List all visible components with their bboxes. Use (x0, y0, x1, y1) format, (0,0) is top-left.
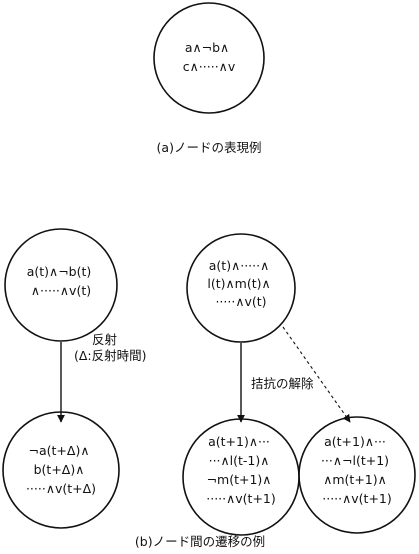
node-reflex-source-line-2: ∧·····∧v(t) (31, 283, 91, 298)
node-release-source: a(t)∧·····∧ l(t)∧m(t)∧ ·····∧v(t) (186, 233, 296, 343)
node-release-target-2-line-3: ∧m(t+1)∧ (323, 472, 387, 487)
svg-text:a(t+1)∧··· ···∧¬l(t+1): a(t+1)∧··· ···∧¬l(t+1) ∧m(t+1)∧ ·····∧v(… (321, 434, 393, 506)
edge-reflex-label-1: 反射 (92, 332, 117, 347)
edge-release-arrow-diagonal (282, 326, 351, 423)
node-release-target-1-line-4: ·····∧v(t+1) (206, 491, 276, 506)
node-release-source-line-2: l(t)∧m(t)∧ (207, 276, 270, 291)
node-release-source-line-1: a(t)∧·····∧ (209, 258, 269, 273)
node-release-target-1-line-3: ¬m(t+1)∧ (207, 472, 272, 487)
edge-reflex-label-2: (Δ:反射時間) (74, 348, 147, 363)
svg-text:a(t)∧·····∧ l(t)∧m(t)∧: a(t)∧·····∧ l(t)∧m(t)∧ ·····∧v(t) (207, 258, 274, 309)
node-release-target-2-line-4: ·····∧v(t+1) (322, 491, 392, 506)
caption-a: (a)ノードの表現例 (157, 140, 262, 155)
node-release-target-2: a(t+1)∧··· ···∧¬l(t+1) ∧m(t+1)∧ ·····∧v(… (298, 416, 416, 534)
node-reflex-target-line-2: b(t+Δ)∧ (34, 462, 85, 477)
node-reflex-target: ¬a(t+Δ)∧ b(t+Δ)∧ ·····∧v(t+Δ) (2, 411, 120, 529)
node-release-target-1: a(t+1)∧··· ···∧l(t-1)∧ ¬m(t+1)∧ ·····∧v(… (182, 418, 300, 536)
svg-text:a∧¬b∧ c∧·····∧v: a∧¬b∧ c∧·····∧v (183, 40, 236, 74)
svg-text:¬a(t+Δ)∧ b(t+Δ)∧ ·: ¬a(t+Δ)∧ b(t+Δ)∧ ·····∧v(t+Δ) (26, 443, 96, 496)
edge-release-label: 拮抗の解除 (251, 376, 314, 391)
svg-text:a(t+1)∧··· ···∧l(t-1)∧: a(t+1)∧··· ···∧l(t-1)∧ ¬m(t+1)∧ ·····∧v(… (206, 434, 276, 506)
node-reflex-source-line-1: a(t)∧¬b(t) (27, 264, 92, 279)
node-a-line-2: c∧·····∧v (183, 59, 236, 74)
node-release-target-2-line-1: a(t+1)∧··· (324, 434, 386, 449)
node-release-target-1-line-1: a(t+1)∧··· (208, 434, 270, 449)
node-release-target-1-line-2: ···∧l(t-1)∧ (209, 453, 270, 468)
node-release-source-line-3: ·····∧v(t) (215, 294, 266, 309)
node-reflex-source: a(t)∧¬b(t) ∧·····∧v(t) (4, 228, 118, 342)
node-release-target-2-line-2: ···∧¬l(t+1) (321, 453, 389, 468)
node-reflex-target-line-1: ¬a(t+Δ)∧ (29, 443, 90, 458)
node-a: a∧¬b∧ c∧·····∧v (153, 2, 265, 114)
caption-b: (b)ノード間の遷移の例 (135, 534, 265, 549)
node-reflex-target-line-3: ·····∧v(t+Δ) (26, 481, 96, 496)
node-a-line-1: a∧¬b∧ (185, 40, 229, 55)
svg-text:a(t)∧¬b(t) ∧·····∧v(t): a(t)∧¬b(t) ∧·····∧v(t) (27, 264, 96, 298)
